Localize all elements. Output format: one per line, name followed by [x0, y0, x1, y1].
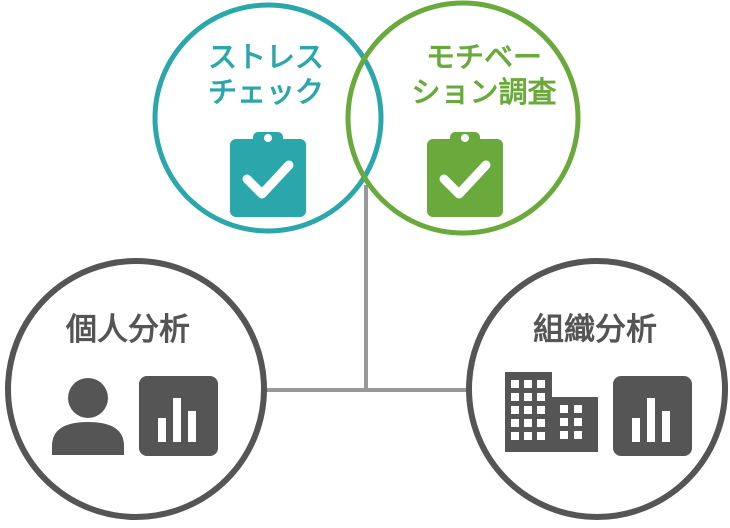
individual-analysis-circle	[5, 258, 267, 520]
stress-check-label-line1: ストレス	[207, 40, 324, 74]
motivation-survey-label-line1: モチベー	[425, 40, 542, 74]
clipboard-check-icon	[427, 132, 503, 217]
stress-check-circle	[152, 2, 384, 234]
connector-lines	[250, 185, 480, 392]
stress-check-label-line2: チェック	[207, 75, 324, 110]
bar-chart-icon	[613, 376, 692, 456]
bar-chart-icon	[139, 376, 218, 456]
building-icon	[505, 372, 598, 452]
stress-check-label: ストレス チェック	[166, 40, 366, 111]
organization-analysis-label: 組織分析	[533, 312, 657, 348]
clipboard-check-icon	[230, 132, 306, 217]
individual-analysis-label: 個人分析	[66, 312, 190, 348]
person-icon	[52, 378, 124, 455]
motivation-survey-label: モチベー ション調査	[364, 40, 604, 111]
motivation-survey-circle	[345, 0, 581, 236]
motivation-survey-label-line2: ション調査	[411, 75, 557, 110]
